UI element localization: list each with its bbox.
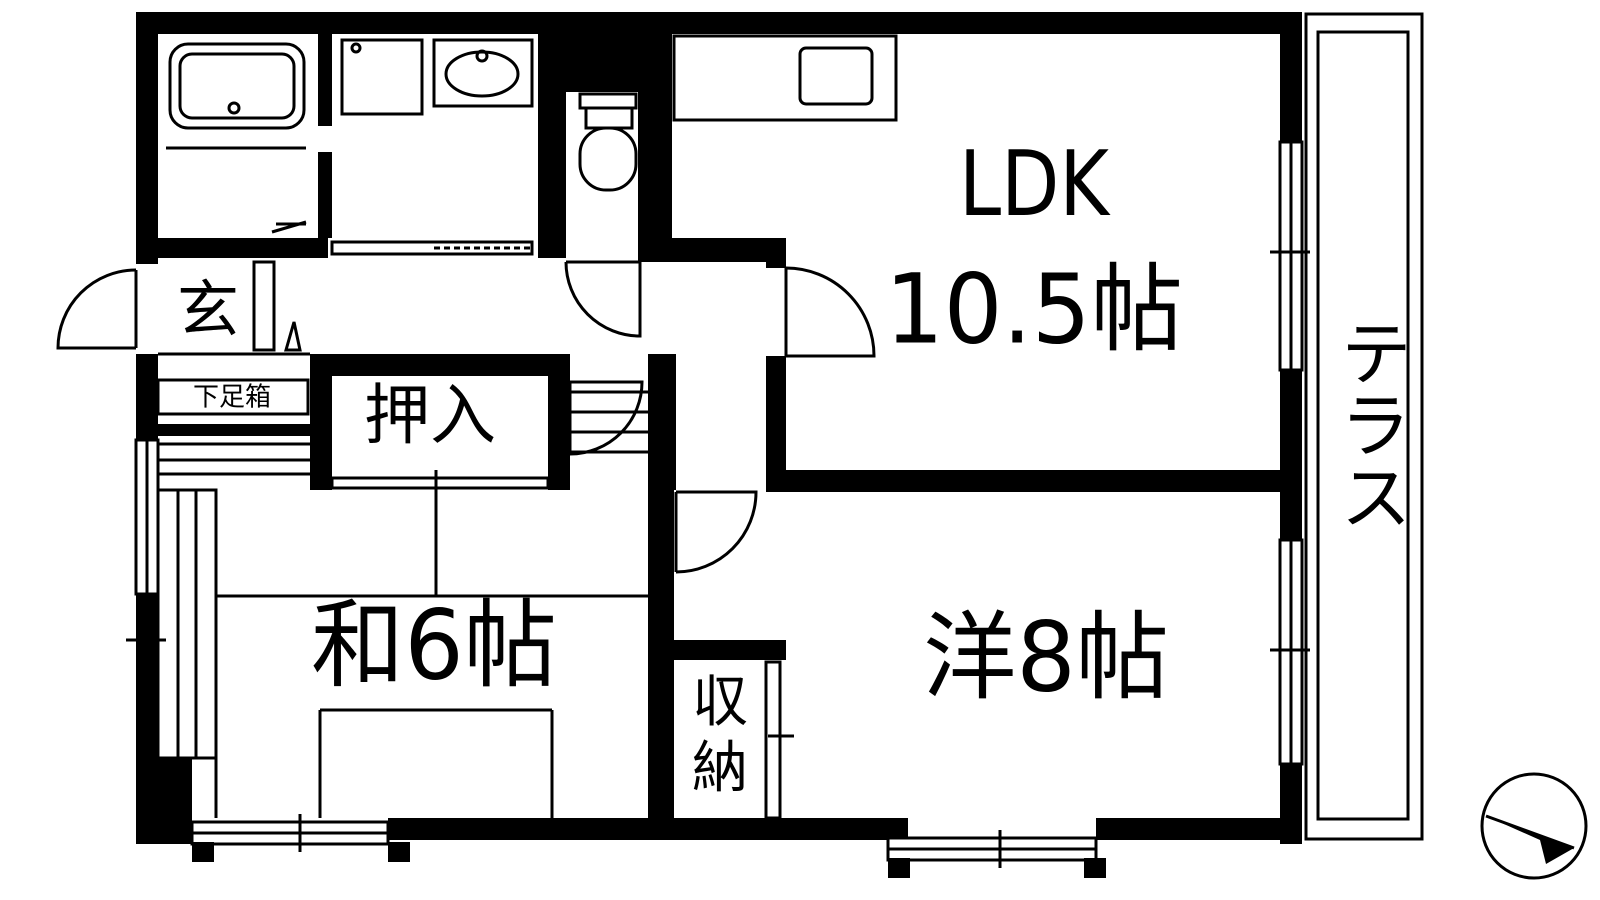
north-arrow-icon [1480, 772, 1588, 880]
washbasin-icon [432, 38, 534, 108]
bathtub-icon [166, 42, 306, 150]
inner-walls [158, 34, 1302, 820]
ldk-door-icon [784, 266, 876, 358]
outer-walls [136, 12, 1302, 844]
kitchen-counter [672, 34, 898, 122]
storage-label-bottom: 納 [692, 736, 748, 801]
western-room-label: 洋8帖 [923, 601, 1169, 713]
oshiire-label: 押入 [364, 377, 496, 454]
shoe-cabinet [156, 262, 310, 476]
japanese-room-label: 和6帖 [311, 589, 557, 701]
terrace-label: テラス [1327, 316, 1411, 532]
windows [126, 140, 1310, 878]
entrance-door-icon [56, 268, 138, 350]
sliding-doors [271, 220, 794, 820]
washing-machine-space [340, 38, 424, 116]
entrance-label: 玄 [177, 273, 239, 346]
western-room-door-icon [674, 490, 758, 574]
terrace [1304, 12, 1424, 841]
ldk-size-label: 10.5帖 [885, 253, 1183, 365]
toilet-icon [578, 92, 638, 192]
shoe-box-label: 下足箱 [193, 383, 271, 413]
toilet-door-icon [564, 260, 642, 338]
storage-label-top: 収 [692, 670, 748, 735]
ldk-name-label: LDK [959, 132, 1111, 237]
